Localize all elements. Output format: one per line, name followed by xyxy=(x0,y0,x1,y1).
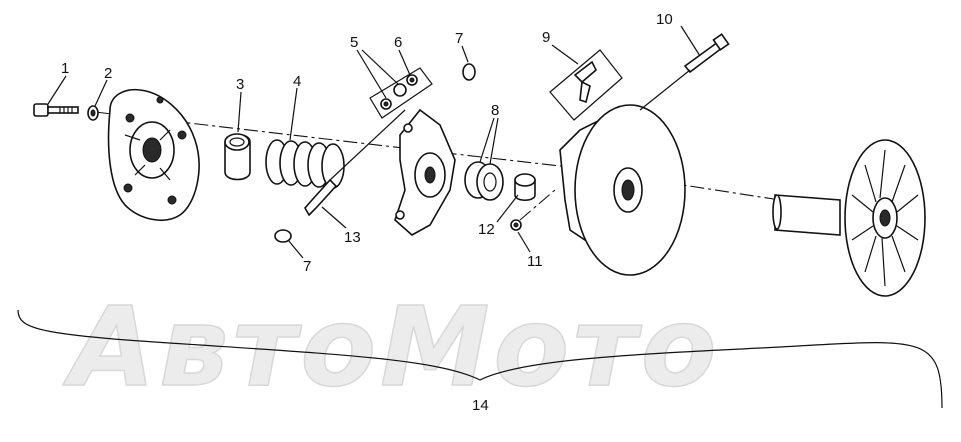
clutch-spider xyxy=(394,108,456,236)
bracket-part-9 xyxy=(549,49,623,121)
callout-7-upper: 7 xyxy=(455,30,463,47)
callout-5: 5 xyxy=(350,34,358,51)
fixed-sheave-shaft xyxy=(772,139,926,297)
roller-parts-5-6 xyxy=(369,67,433,119)
bolt-part-1 xyxy=(33,103,79,117)
callout-14: 14 xyxy=(472,397,489,414)
callout-10: 10 xyxy=(656,11,673,28)
assembly-bracket-14 xyxy=(17,309,943,409)
nut-alignment-line xyxy=(519,189,556,221)
button-part-7-upper xyxy=(462,63,476,81)
callout-13: 13 xyxy=(344,229,361,246)
washer-part-2 xyxy=(87,105,99,121)
nut-part-11 xyxy=(510,219,522,231)
callout-11: 11 xyxy=(527,253,543,270)
clutch-cover-plate xyxy=(107,88,200,221)
roller-bushing-part-8 xyxy=(464,161,504,201)
callout-1: 1 xyxy=(61,60,69,77)
button-part-7-lower xyxy=(274,229,292,243)
moveable-sheave xyxy=(559,104,686,276)
watermark-text: АвтоМото xyxy=(62,283,720,411)
spring-part-4 xyxy=(265,139,345,189)
callout-3: 3 xyxy=(236,76,244,93)
sleeve-part-12 xyxy=(514,173,536,202)
bolt-part-10 xyxy=(639,33,730,111)
callout-7-lower: 7 xyxy=(303,258,311,275)
callout-8: 8 xyxy=(491,102,499,119)
leader-lines xyxy=(47,25,701,259)
pin-part-13 xyxy=(304,109,406,217)
callouts: 1 2 3 4 5 6 7 8 9 10 11 12 13 7 14 xyxy=(61,11,673,414)
bushing-part-3 xyxy=(224,133,251,181)
callout-12: 12 xyxy=(478,221,495,238)
callout-9: 9 xyxy=(542,29,550,46)
callout-4: 4 xyxy=(293,73,301,90)
callout-2: 2 xyxy=(104,65,112,82)
callout-6: 6 xyxy=(394,34,402,51)
